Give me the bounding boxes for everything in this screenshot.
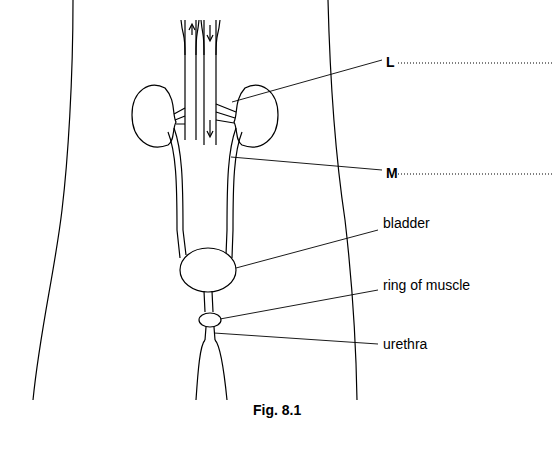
flow-arrow [207,35,213,41]
vessel-branches [181,20,220,55]
ureter [226,128,242,258]
part-label: ring of muscle [383,277,470,293]
bladder-shape [180,248,236,292]
callout-letter: L [386,54,395,70]
muscle-ring [199,313,221,327]
urethra-tube [205,327,215,340]
flow-arrow [189,24,195,30]
renal-vessels [216,104,236,123]
leader-line [220,290,378,319]
body-outline [33,0,73,400]
leader-line [232,60,382,102]
callout-letter: M [386,165,398,181]
leader-line [236,230,378,268]
answer-line [398,173,553,174]
blood-vessels [185,20,216,145]
flow-arrow [209,25,210,40]
urethra-tube [204,291,213,312]
renal-vessels [174,108,185,124]
flow-arrow [191,25,192,35]
body-outline [328,0,357,400]
ureter [168,128,186,258]
leader-line [231,157,382,170]
penis-outline [196,340,227,400]
part-label: bladder [383,215,430,231]
answer-line [398,62,553,63]
flow-arrow [209,120,210,136]
leader-line [214,333,378,344]
flow-arrow [207,131,213,137]
figure-caption: Fig. 8.1 [253,402,301,418]
part-label: urethra [383,336,427,352]
